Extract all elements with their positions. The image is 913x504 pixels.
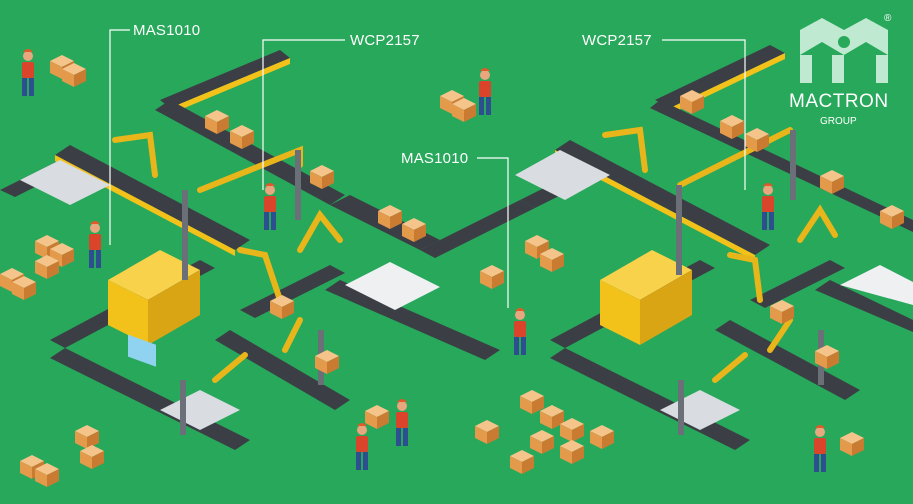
callout-wcp2157-right: WCP2157	[582, 32, 652, 49]
registered-mark: ®	[884, 13, 892, 24]
callout-wcp2157-left: WCP2157	[350, 32, 420, 49]
brand-name: MACTRON	[789, 91, 889, 112]
robot-arms	[112, 126, 838, 383]
brand-subtitle: GROUP	[820, 116, 857, 127]
callout-mas1010-center: MAS1010	[401, 150, 469, 167]
callout-mas1010-left: MAS1010	[133, 22, 201, 39]
mactron-logo-mark	[800, 18, 888, 83]
callout-lines	[109, 29, 746, 308]
